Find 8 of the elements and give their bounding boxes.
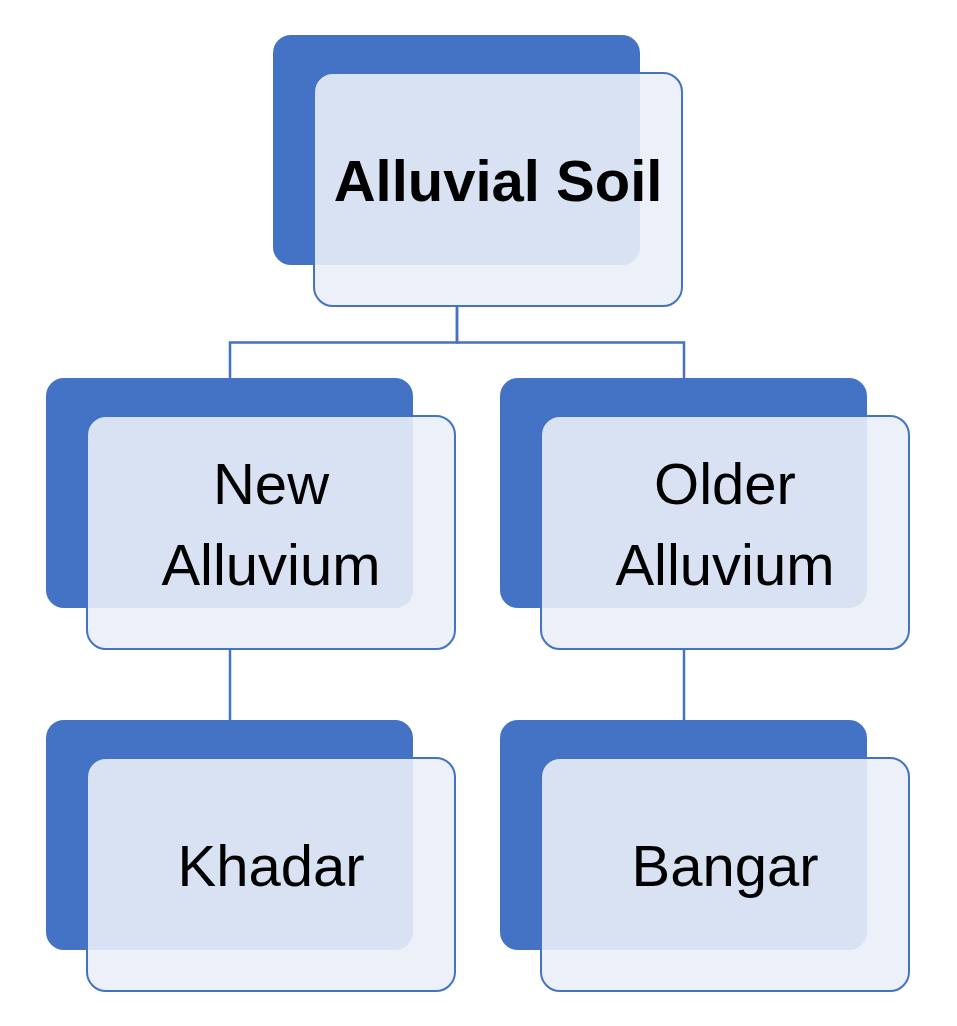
connector-line: [228, 650, 232, 720]
node-label: New Alluvium: [160, 450, 382, 599]
connector-line: [682, 650, 686, 720]
node-label: Khadar: [177, 832, 365, 901]
connector-line: [455, 307, 686, 378]
node-label: Alluvial Soil: [333, 147, 663, 216]
node-label: Older Alluvium: [614, 450, 836, 599]
node-label: Bangar: [631, 832, 819, 901]
